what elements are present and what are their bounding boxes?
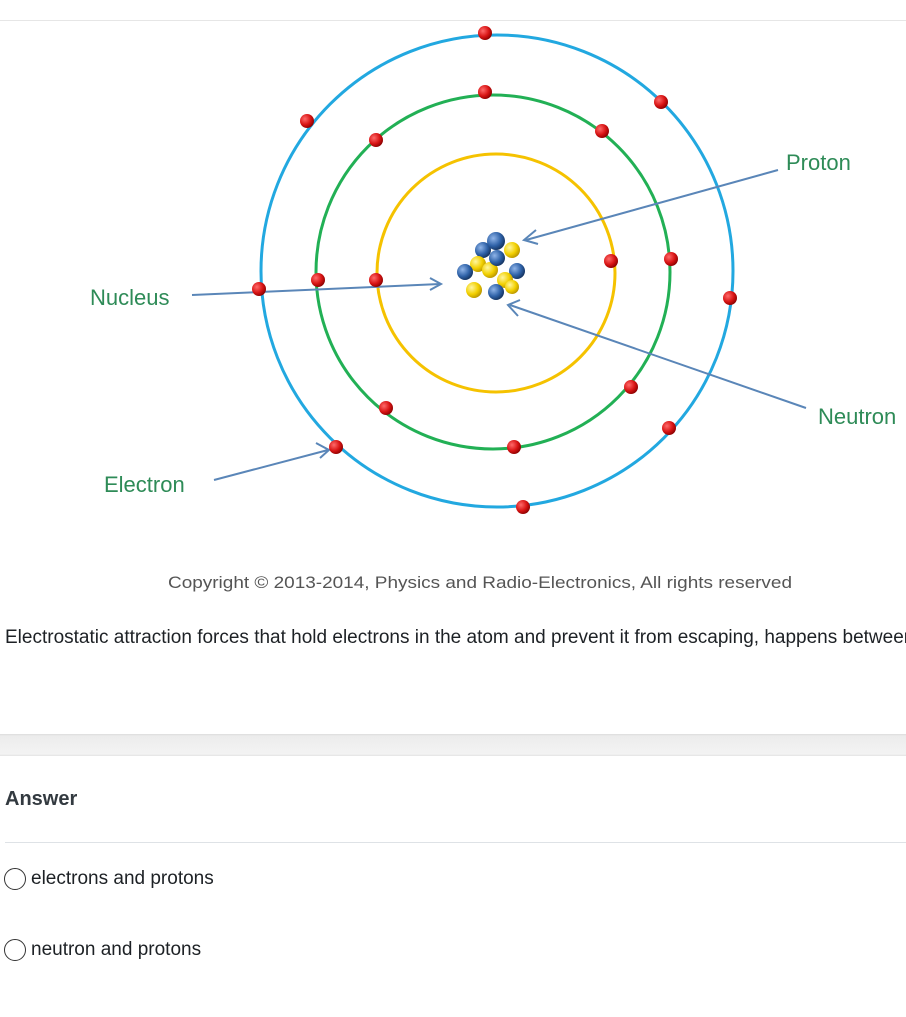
middle-shell (314, 93, 672, 451)
outer-shell (259, 33, 735, 509)
nucleus-arrow (191, 283, 441, 296)
answer-divider (5, 842, 906, 843)
electron-particle (379, 401, 393, 415)
atom-diagram: Proton Nucleus Neutron Electron Copyrigh… (90, 26, 896, 592)
neutron-particle (509, 263, 525, 279)
electron-particle (507, 440, 521, 454)
nucleus-arrowhead (429, 277, 444, 291)
neutron-particle (488, 284, 504, 300)
question-text: Electrostatic attraction forces that hol… (5, 627, 906, 648)
proton-particle (470, 256, 486, 272)
proton-particle (504, 242, 520, 258)
proton-particle (482, 262, 498, 278)
label-electron: Electron (104, 472, 185, 497)
electron-particle (300, 114, 314, 128)
neutron-particle (475, 242, 491, 258)
proton-particle (505, 280, 519, 294)
electron-particle (369, 273, 383, 287)
electron-particle (664, 252, 678, 266)
electrons (252, 26, 737, 514)
answer-option-1[interactable]: electrons and protons (4, 868, 214, 890)
electron-particle (604, 254, 618, 268)
label-nucleus: Nucleus (90, 285, 169, 310)
electron-particle (329, 440, 343, 454)
copyright-caption: Copyright © 2013-2014, Physics and Radio… (168, 573, 792, 592)
electron-particle (723, 291, 737, 305)
label-proton: Proton (786, 150, 851, 175)
radio-button[interactable] (4, 939, 26, 961)
nucleus (457, 232, 525, 300)
inner-shell (375, 152, 617, 394)
electron-arrow (213, 449, 329, 481)
neutron-arrow (509, 304, 807, 409)
label-neutron: Neutron (818, 404, 896, 429)
proton-particle (466, 282, 482, 298)
proton-arrow (525, 169, 779, 241)
neutron-particle (487, 232, 505, 250)
electron-particle (311, 273, 325, 287)
electron-particle (369, 133, 383, 147)
electron-particle (516, 500, 530, 514)
electron-particle (662, 421, 676, 435)
answer-option-label: electrons and protons (31, 868, 214, 889)
electron-particle (478, 26, 492, 40)
answer-heading: Answer (5, 788, 78, 810)
electron-arrowhead (315, 442, 331, 459)
electron-particle (252, 282, 266, 296)
electron-particle (595, 124, 609, 138)
answer-option-label: neutron and protons (31, 939, 202, 960)
electron-particle (624, 380, 638, 394)
electron-particle (654, 95, 668, 109)
electron-particle (478, 85, 492, 99)
neutron-particle (489, 250, 505, 266)
neutron-arrowhead (506, 299, 521, 317)
proton-arrowhead (521, 229, 539, 245)
answer-option-2[interactable]: neutron and protons (4, 939, 201, 961)
label-arrows (191, 169, 807, 481)
top-divider (0, 20, 906, 21)
radio-button[interactable] (4, 868, 26, 890)
section-separator (0, 734, 906, 756)
neutron-particle (457, 264, 473, 280)
